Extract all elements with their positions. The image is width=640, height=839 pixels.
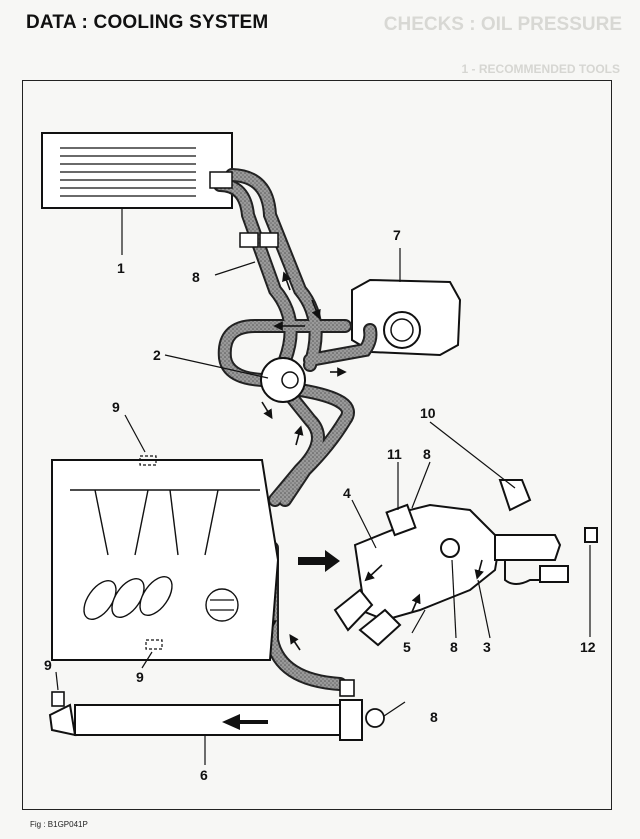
show-through-subtitle: 1 - RECOMMENDED TOOLS	[461, 62, 620, 76]
callout-9-radiator: 9	[44, 657, 52, 673]
figure-frame	[22, 80, 612, 810]
page-title: DATA : COOLING SYSTEM	[26, 12, 269, 33]
show-through-title: CHECKS : OIL PRESSURE	[383, 14, 622, 35]
callout-10: 10	[420, 405, 436, 421]
callout-7: 7	[393, 227, 401, 243]
thermostat-flow-arrows	[364, 559, 484, 613]
engine-flow-arrow	[298, 550, 340, 572]
callout-11: 11	[387, 446, 402, 462]
main-radiator	[48, 679, 385, 765]
degassing-pot	[260, 357, 306, 403]
callout-1: 1	[117, 260, 125, 276]
callout-3: 3	[483, 639, 491, 655]
engine-block	[51, 455, 280, 661]
callout-8-radiator: 8	[430, 709, 438, 725]
callout-labels: 1 2 3 4 5 6 7 8 8 8 8 9 9 9 10 11 12	[44, 227, 596, 783]
callout-9-top: 9	[112, 399, 120, 415]
callout-5: 5	[403, 639, 411, 655]
callout-9-bottom: 9	[136, 669, 144, 685]
callout-8-upper: 8	[192, 269, 200, 285]
callout-2: 2	[153, 347, 161, 363]
callout-4: 4	[343, 485, 351, 501]
callout-6: 6	[200, 767, 208, 783]
expansion-tank	[351, 248, 462, 357]
callout-8-lower: 8	[450, 639, 458, 655]
thermostat-housing	[333, 479, 598, 647]
callout-8-thermostat: 8	[423, 446, 431, 462]
figure-caption: Fig : B1GP041P	[30, 820, 88, 829]
leader-lines	[55, 261, 591, 717]
heater-radiator	[41, 132, 233, 255]
callout-12: 12	[580, 639, 596, 655]
